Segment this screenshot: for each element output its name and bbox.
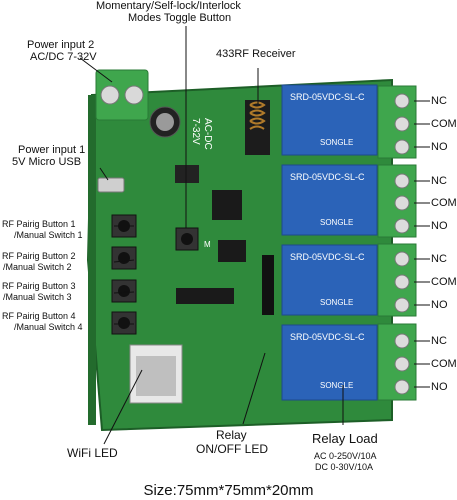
relay-2-brand: SONGLE [320, 218, 353, 227]
leader-lines [79, 26, 430, 445]
header-pins [262, 255, 274, 315]
wifi-module-shield [136, 356, 176, 396]
terminal-label-10: NC [431, 335, 447, 347]
terminal-label-11: COM [431, 358, 457, 370]
relay-led-label-line1: Relay [216, 428, 247, 442]
v732-silk: 7-32V [190, 118, 201, 145]
terminal-label-2: COM [431, 118, 457, 130]
relay-led-label-line2: ON/OFF LED [196, 442, 269, 456]
micro-usb-port [97, 177, 125, 193]
rf-button-3-cap [118, 285, 130, 297]
relay-3: SRD-05VDC-SL-C SONGLE [281, 244, 378, 316]
rf-button-3-label-line1: RF Pairig Button 3 [2, 281, 76, 291]
relay-load-label: Relay Load [312, 431, 378, 446]
relay-4: SRD-05VDC-SL-C SONGLE [281, 324, 378, 401]
terminal-label-12: NO [431, 381, 448, 393]
mode-toggle-label-line1: Momentary/Self-lock/Interlock [96, 0, 241, 12]
acdc-silk: AC-DC [202, 118, 213, 150]
power2-screw-2 [124, 85, 144, 105]
rf-button-2-label-line2: /Manual Switch 2 [3, 262, 72, 272]
wifi-led-label: WiFi LED [67, 446, 118, 460]
rf-button-1-label-line2: /Manual Switch 1 [14, 230, 83, 240]
terminal-label-5: COM [431, 197, 457, 209]
power2-label-line1: Power input 2 [27, 39, 95, 51]
relay-4-brand: SONGLE [320, 381, 353, 390]
capacitor-top [156, 113, 174, 131]
m-silk: M [204, 240, 211, 249]
terminal-label-4: NC [431, 175, 447, 187]
power1-label-line1: Power input 1 [18, 144, 86, 156]
relay-2: SRD-05VDC-SL-C SONGLE [281, 164, 378, 236]
rf-button-3-label-line2: /Manual Switch 3 [3, 292, 72, 302]
terminal-label-8: COM [431, 276, 457, 288]
chip-2 [212, 190, 242, 220]
relay-2-model: SRD-05VDC-SL-C [290, 172, 365, 182]
load-rating-dc: DC 0-30V/10A [315, 462, 374, 472]
power1-label-line2: 5V Micro USB [12, 156, 82, 168]
rf-button-2-cap [118, 252, 130, 264]
power2-screw-1 [100, 85, 120, 105]
rf-receiver-label: 433RF Receiver [216, 48, 296, 60]
relay-3-brand: SONGLE [320, 298, 353, 307]
rf-button-4-label-line1: RF Pairig Button 4 [2, 311, 76, 321]
terminal-label-7: NC [431, 253, 447, 265]
rf-button-4-cap [118, 317, 130, 329]
ic-1 [218, 240, 246, 262]
load-rating-ac: AC 0-250V/10A [314, 451, 377, 461]
relay-1-brand: SONGLE [320, 138, 353, 147]
terminal-screws [394, 93, 410, 395]
terminal-label-1: NC [431, 95, 447, 107]
mode-toggle-label-line2: Modes Toggle Button [128, 12, 232, 24]
mode-toggle-cap [181, 233, 193, 245]
rf-button-2-label-line1: RF Pairig Button 2 [2, 251, 76, 261]
terminal-label-3: NO [431, 141, 448, 153]
rf-button-4-label-line2: /Manual Switch 4 [14, 322, 83, 332]
terminal-label-6: NO [431, 220, 448, 232]
power2-terminal [95, 69, 149, 121]
terminal-label-9: NO [431, 299, 448, 311]
relay-1-model: SRD-05VDC-SL-C [290, 92, 365, 102]
rf-coil [249, 101, 266, 130]
ic-2 [176, 288, 234, 304]
relay-4-model: SRD-05VDC-SL-C [290, 332, 365, 342]
chip-1 [175, 165, 199, 183]
pcb-shadow [88, 95, 96, 425]
size-caption: Size:75mm*75mm*20mm [143, 482, 314, 499]
rf-button-1-label-line1: RF Pairig Button 1 [2, 219, 76, 229]
power2-label-line2: AC/DC 7-32V [30, 51, 97, 63]
relay-3-model: SRD-05VDC-SL-C [290, 252, 365, 262]
relay-1: SRD-05VDC-SL-C SONGLE [281, 84, 378, 156]
